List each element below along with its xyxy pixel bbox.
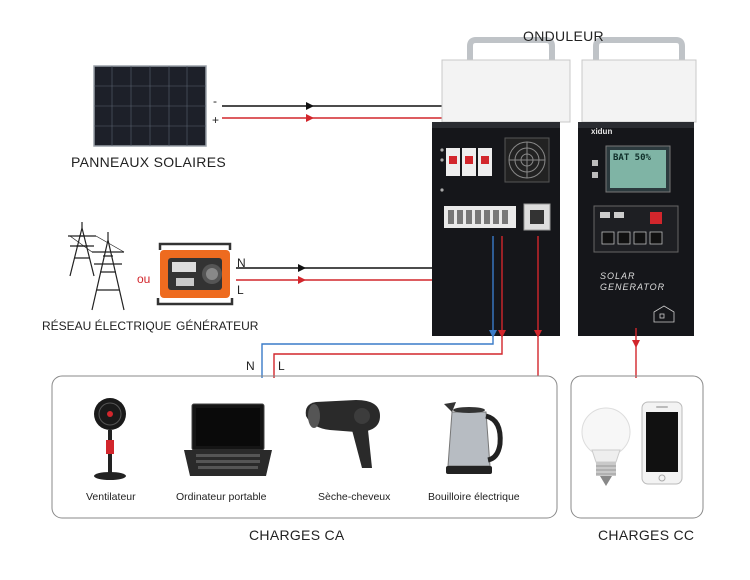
inverter-unit: [432, 37, 571, 336]
solar-minus-label: -: [213, 94, 217, 108]
solar-wires: [222, 105, 463, 208]
solar-panels-label: PANNEAUX SOLAIRES: [71, 154, 226, 170]
generator-icon: [156, 242, 234, 306]
hair-dryer-label: Sèche-cheveux: [318, 491, 391, 503]
display-readout: BAT 50%: [613, 153, 651, 163]
fan-icon: [94, 398, 126, 480]
power-pylon-icon: [68, 222, 125, 311]
kettle-label: Bouilloire électrique: [428, 491, 520, 503]
ac-input-n-label: N: [237, 256, 246, 270]
ac-loads-box: [51, 375, 558, 519]
laptop-icon: [184, 403, 272, 476]
kettle-icon: [444, 402, 503, 474]
light-bulb-icon: [581, 407, 631, 486]
dc-loads-title: CHARGES CC: [598, 527, 695, 543]
solar-generator-unit: [578, 37, 697, 336]
panel-text-generator: GENERATOR: [600, 282, 666, 292]
breaker-switches: [446, 148, 492, 176]
ac-loads-title: CHARGES CA: [249, 527, 345, 543]
smartphone-icon: [641, 401, 683, 485]
solar-plus-label: +: [212, 113, 220, 127]
solar-panel-icon: [93, 65, 207, 147]
cooling-fan-icon: [504, 137, 550, 183]
ac-output-wires: [261, 236, 539, 378]
panel-text-solar: SOLAR: [600, 271, 636, 281]
or-label: ou: [137, 272, 151, 286]
house-icon: [653, 305, 675, 323]
fan-label: Ventilateur: [86, 491, 136, 503]
ac-output-n-label: N: [246, 359, 255, 373]
inverter-title: ONDULEUR: [523, 28, 604, 44]
hair-dryer-icon: [305, 400, 380, 468]
dc-loads-box: [570, 375, 704, 519]
ac-input-l-label: L: [237, 283, 244, 297]
generator-label: GÉNÉRATEUR: [176, 319, 259, 333]
grid-label: RÉSEAU ÉLECTRIQUE: [42, 319, 172, 333]
laptop-label: Ordinateur portable: [176, 491, 267, 503]
ac-output-l-label: L: [278, 359, 285, 373]
brand-logo: xidun: [591, 127, 613, 136]
